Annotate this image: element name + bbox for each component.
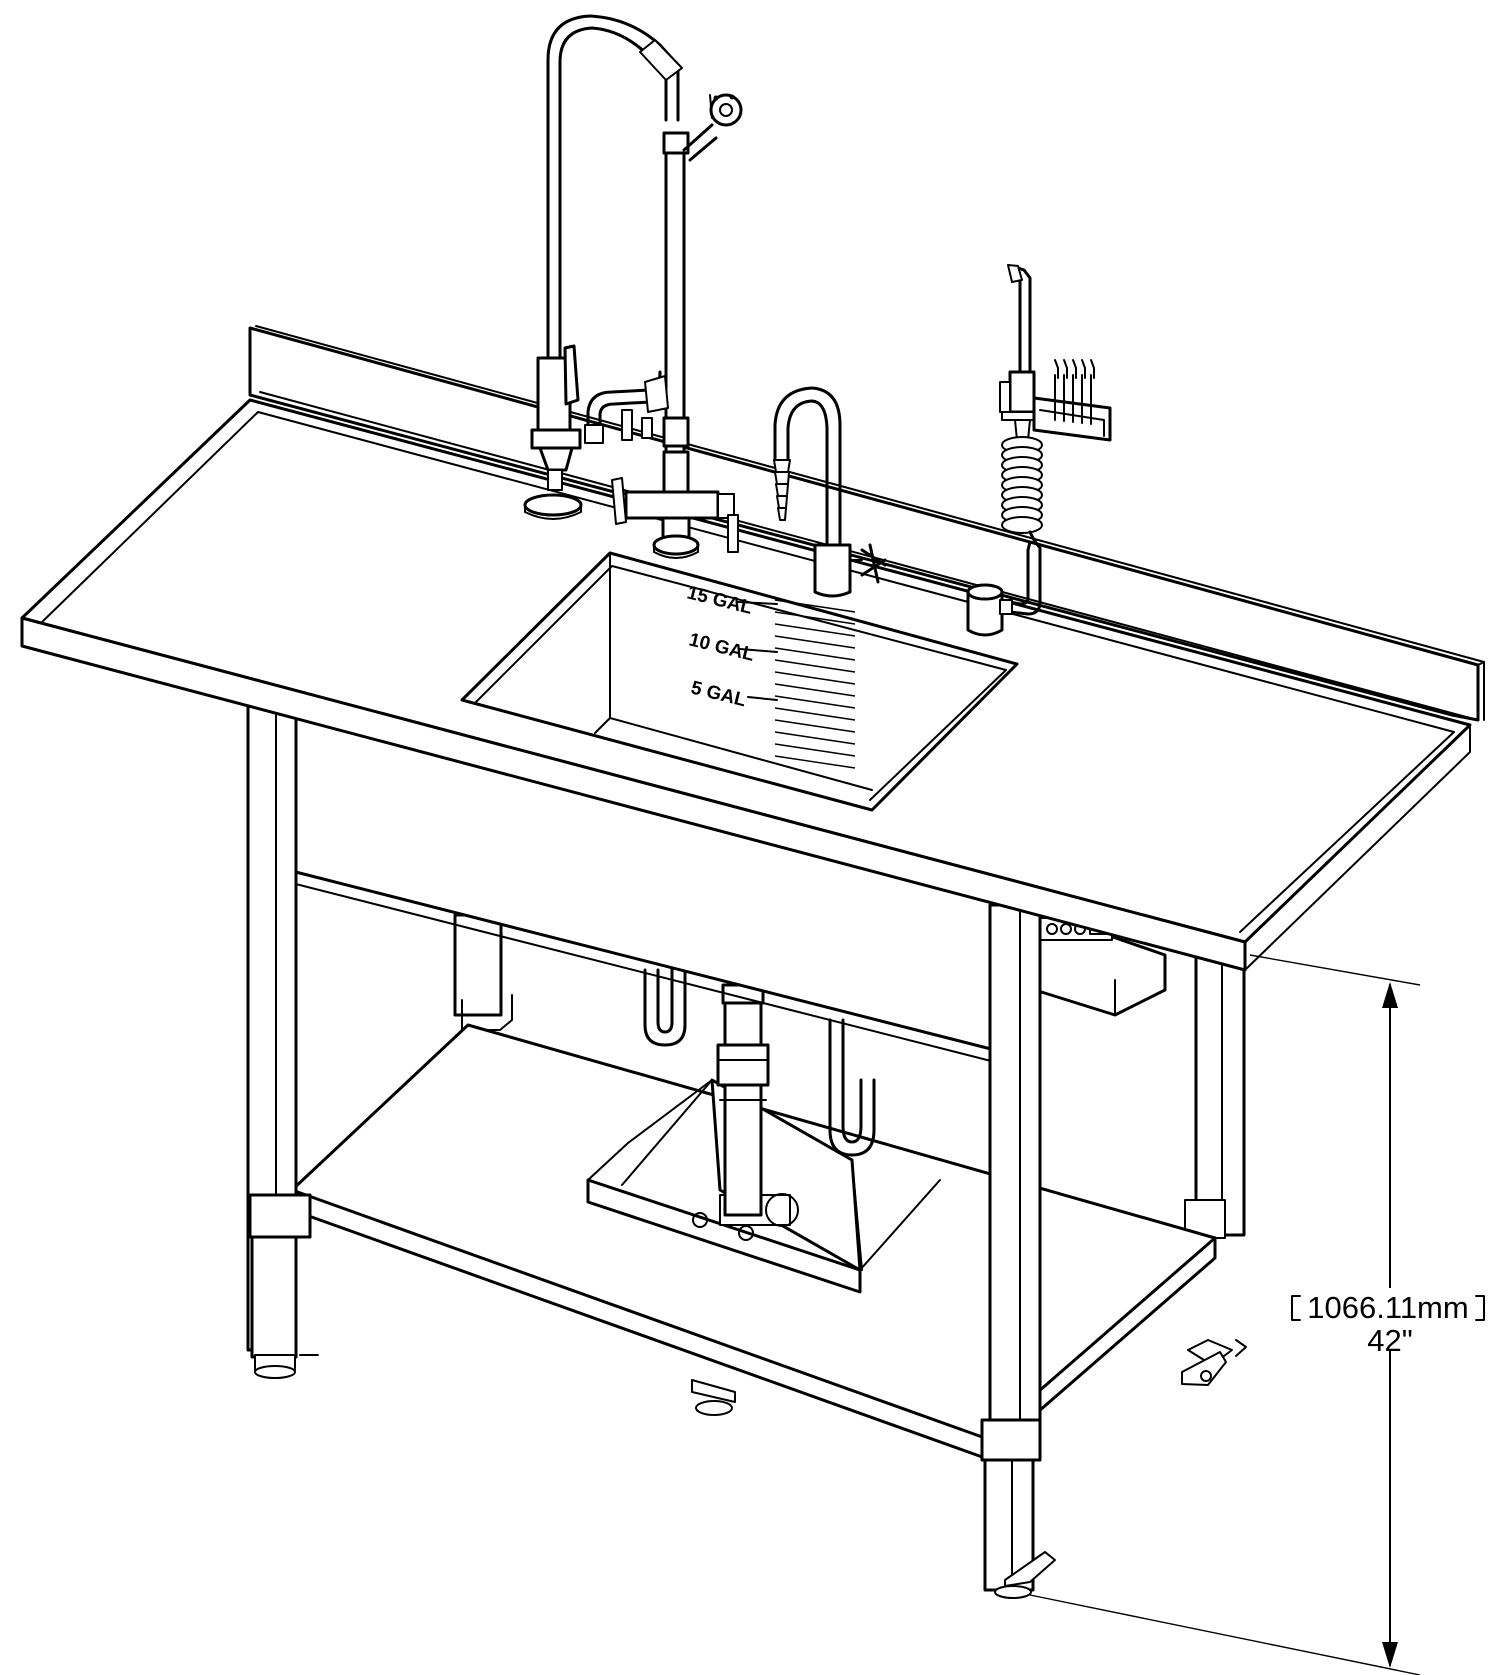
pre-rinse-faucet: [523, 14, 743, 559]
height-dimension: [1029, 954, 1486, 1675]
supply-tube-left: [643, 968, 687, 1047]
gauge-scale: [737, 599, 856, 769]
coil-hose: [1001, 436, 1043, 534]
rear-right-leg: [1181, 953, 1247, 1386]
supply-tube-right: [828, 1018, 876, 1157]
rear-left-leg: [453, 913, 513, 1031]
gooseneck-faucet: [773, 386, 887, 598]
air-gun-assembly: [966, 264, 1112, 637]
dimension-metric: 1066.11mm: [1307, 1290, 1468, 1325]
sink-bowl: [460, 551, 1019, 812]
front-left-leg: [246, 698, 319, 1379]
drain-pipe: [716, 983, 770, 1217]
dimension-imperial: 42": [1367, 1323, 1413, 1358]
front-right-leg: [980, 903, 1056, 1599]
center-foot: [691, 1379, 736, 1416]
